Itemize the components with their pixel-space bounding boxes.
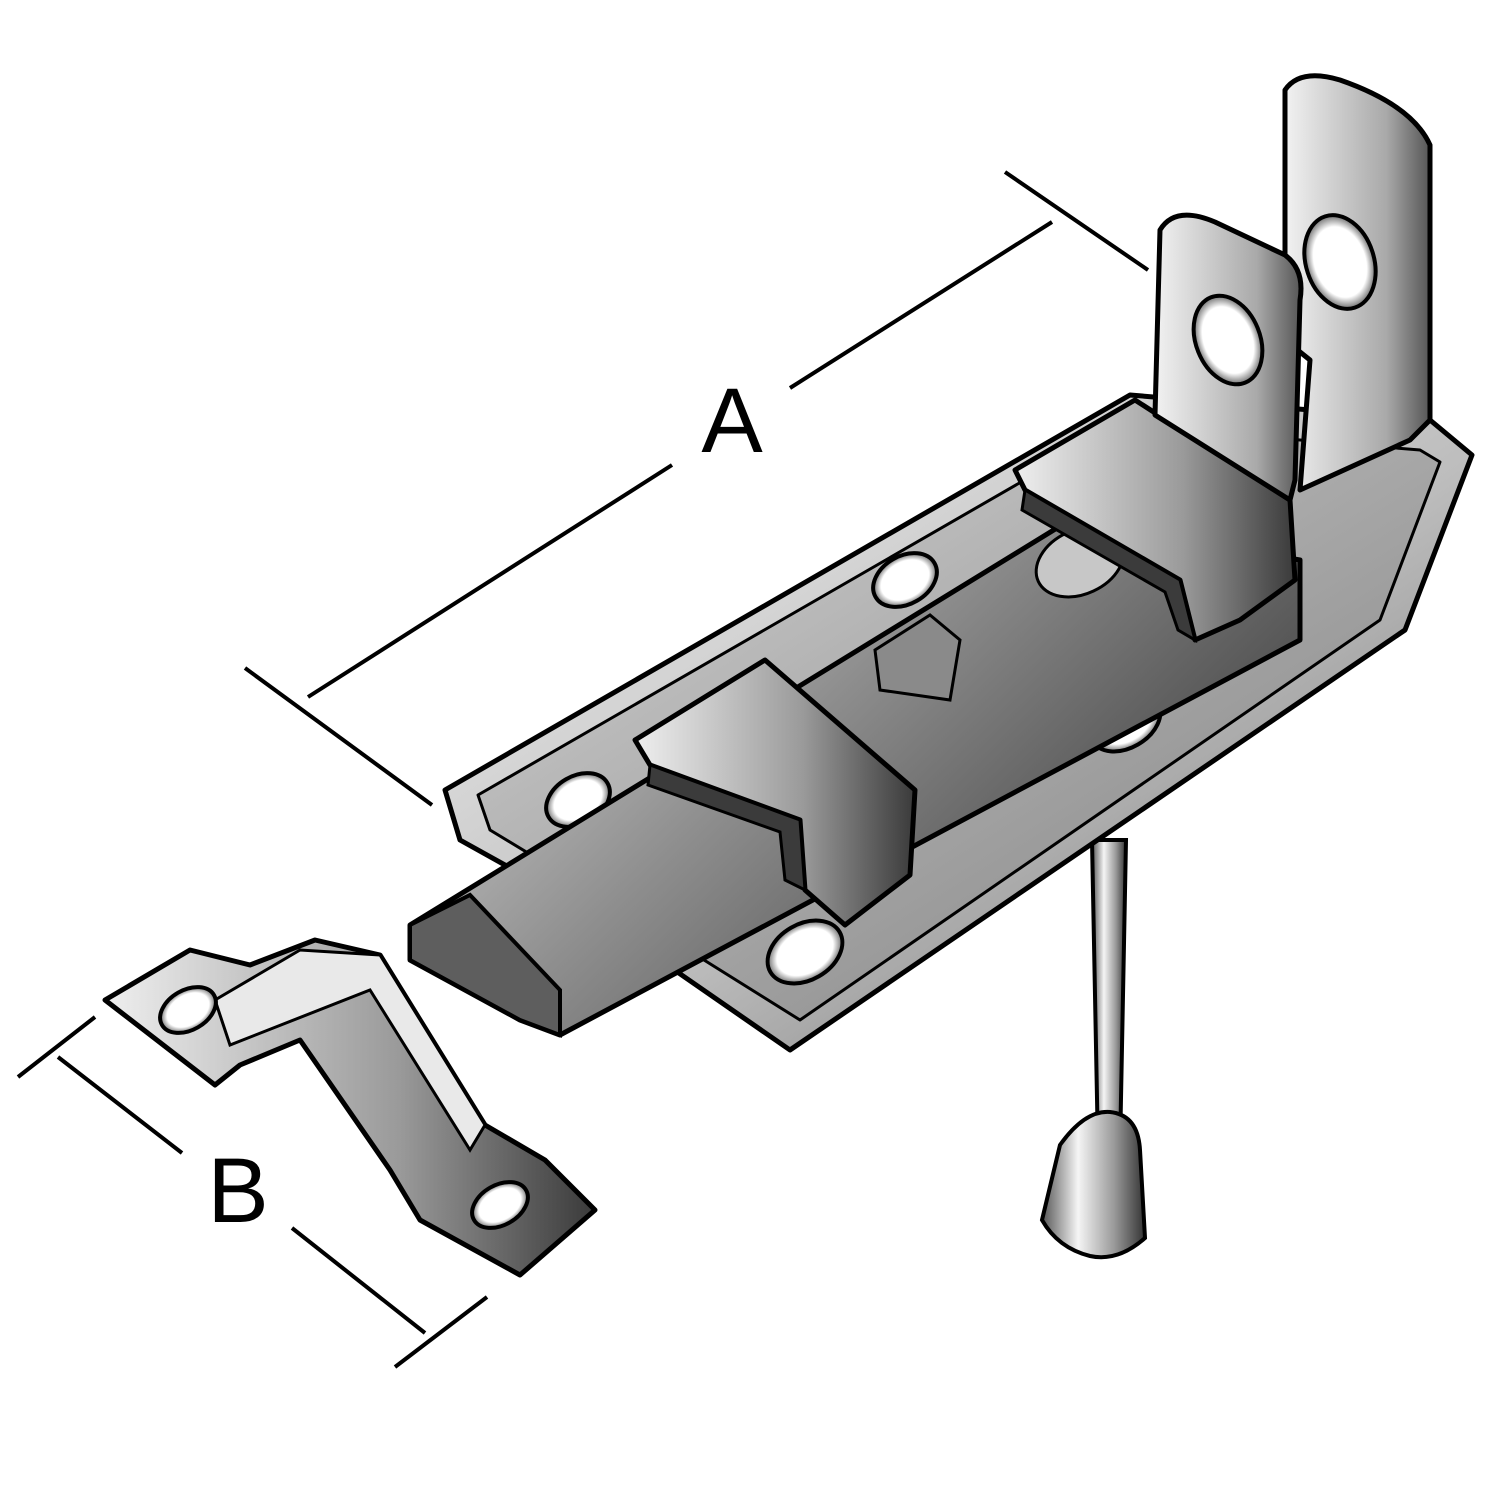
bolt-handle [1039,838,1148,1260]
keeper-staple [102,937,598,1278]
dimension-b: B [16,1015,489,1369]
front-strap-guide [632,657,918,928]
dimension-label-a: A [701,370,763,472]
dimension-label-b: B [207,1140,268,1242]
upright-mounting-tabs [1152,73,1433,503]
dimension-a: A [243,170,1150,807]
